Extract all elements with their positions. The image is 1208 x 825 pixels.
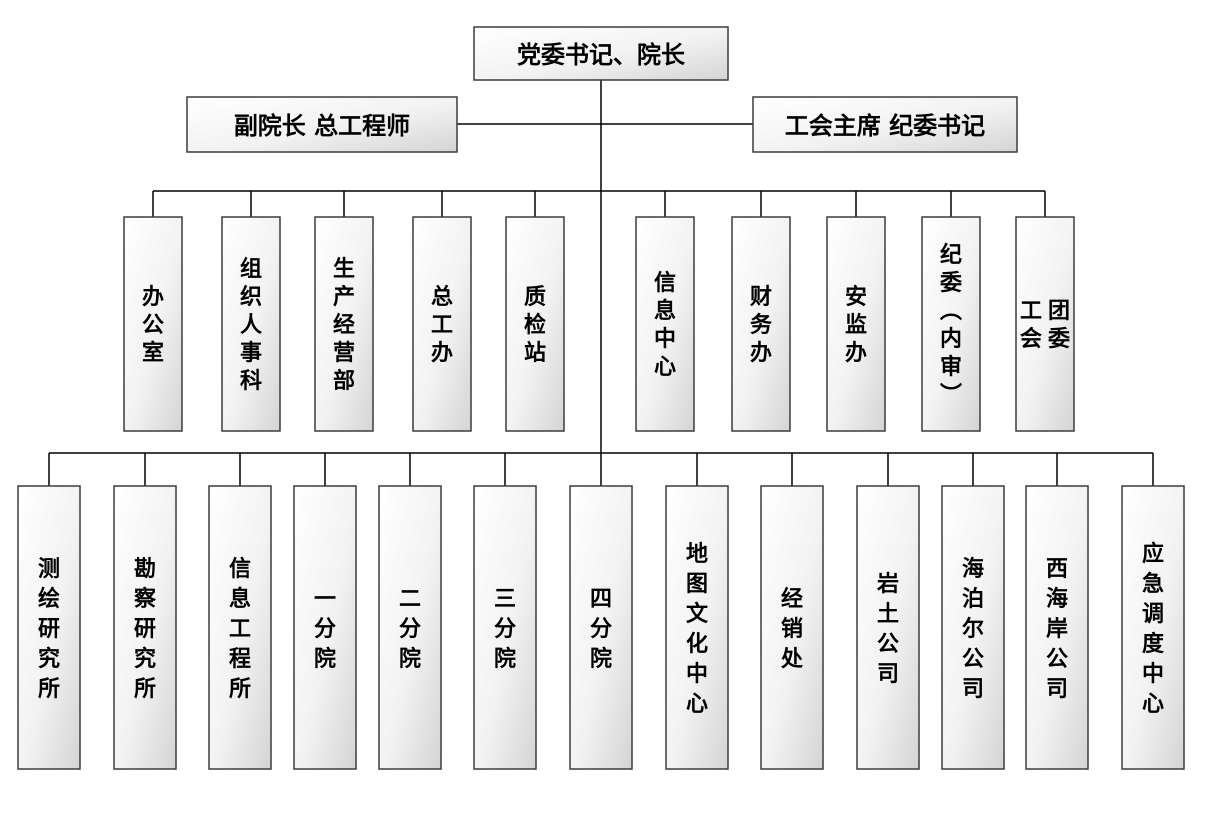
unit-node-2-box: [113, 485, 177, 770]
department-node-9: 纪委︵内审︶: [921, 216, 981, 432]
unit-node-10-box: [856, 485, 920, 770]
top-node-box: [473, 26, 729, 81]
department-node-7-label: 财务办: [750, 284, 773, 366]
unit-node-1-label: 测绘研究所: [38, 556, 60, 702]
unit-node-12-box: [1025, 485, 1089, 770]
unit-node-9-label: 经销处: [780, 586, 803, 672]
department-node-10-label: 工会团委: [1020, 298, 1070, 352]
unit-node-11: 海泊尔公司: [941, 485, 1005, 770]
unit-node-1: 测绘研究所: [17, 485, 81, 770]
unit-node-4: 一分院: [293, 485, 357, 770]
unit-node-5-label: 二分院: [399, 586, 421, 672]
department-node-7: 财务办: [731, 216, 791, 432]
unit-node-12-label: 西海岸公司: [1046, 556, 1068, 702]
department-node-3-label: 生产经营部: [333, 256, 355, 394]
unit-node-10-label: 岩土公司: [876, 571, 899, 687]
department-node-5-box: [505, 216, 565, 432]
unit-node-4-label: 一分院: [314, 586, 336, 672]
department-node-4-label: 总工办: [431, 284, 453, 366]
department-node-8: 安监办: [826, 216, 886, 432]
unit-node-1-box: [17, 485, 81, 770]
unit-node-12: 西海岸公司: [1025, 485, 1089, 770]
unit-node-13-label: 应急调度中心: [1142, 541, 1165, 717]
unit-node-6: 三分院: [473, 485, 537, 770]
deputy-left-node-label: 副院长 总工程师: [234, 111, 410, 140]
unit-node-4-box: [293, 485, 357, 770]
unit-node-8-box: [665, 485, 729, 770]
department-node-4-box: [412, 216, 472, 432]
department-node-2-label: 组织人事科: [240, 256, 262, 394]
department-node-6-label: 信息中心: [654, 270, 676, 380]
deputy-left-node-box: [186, 96, 458, 153]
unit-node-5-box: [378, 485, 442, 770]
unit-node-8: 地图文化中心: [665, 485, 729, 770]
department-node-7-box: [731, 216, 791, 432]
unit-node-10: 岩土公司: [856, 485, 920, 770]
department-node-2: 组织人事科: [221, 216, 281, 432]
department-node-8-box: [826, 216, 886, 432]
unit-node-7-label: 四分院: [590, 586, 612, 672]
unit-node-3-label: 信息工程所: [229, 556, 251, 702]
unit-node-9: 经销处: [760, 485, 824, 770]
unit-node-11-box: [941, 485, 1005, 770]
deputy-left-node: 副院长 总工程师: [186, 96, 458, 153]
department-node-10-box: [1015, 216, 1075, 432]
unit-node-2-label: 勘察研究所: [134, 556, 157, 702]
unit-node-13: 应急调度中心: [1121, 485, 1185, 770]
department-node-3: 生产经营部: [314, 216, 374, 432]
deputy-right-node: 工会主席 纪委书记: [752, 96, 1018, 153]
deputy-right-node-label: 工会主席 纪委书记: [785, 111, 985, 140]
department-node-1-box: [123, 216, 183, 432]
connector-lines: [48, 80, 1154, 486]
unit-node-6-box: [473, 485, 537, 770]
department-node-1: 办公室: [123, 216, 183, 432]
department-node-5: 质检站: [505, 216, 565, 432]
department-node-5-label: 质检站: [524, 284, 546, 366]
unit-node-7: 四分院: [569, 485, 633, 770]
unit-node-8-label: 地图文化中心: [686, 541, 709, 717]
unit-node-2: 勘察研究所: [113, 485, 177, 770]
department-node-8-label: 安监办: [845, 284, 867, 366]
department-node-1-label: 办公室: [142, 284, 164, 366]
department-node-6-box: [635, 216, 695, 432]
top-node: 党委书记、院长: [473, 26, 729, 81]
deputy-right-node-box: [752, 96, 1018, 153]
unit-node-9-box: [760, 485, 824, 770]
department-node-4: 总工办: [412, 216, 472, 432]
department-node-6: 信息中心: [635, 216, 695, 432]
unit-node-5: 二分院: [378, 485, 442, 770]
department-node-3-box: [314, 216, 374, 432]
department-node-9-box: [921, 216, 981, 432]
department-node-2-box: [221, 216, 281, 432]
department-node-9-label: 纪委︵内审︶: [940, 242, 962, 408]
unit-node-13-box: [1121, 485, 1185, 770]
unit-node-7-box: [569, 485, 633, 770]
unit-node-3: 信息工程所: [208, 485, 272, 770]
unit-node-3-box: [208, 485, 272, 770]
unit-node-6-label: 三分院: [494, 586, 516, 672]
department-node-10: 工会团委: [1015, 216, 1075, 432]
unit-node-11-label: 海泊尔公司: [962, 556, 984, 702]
top-node-label: 党委书记、院长: [517, 40, 686, 69]
